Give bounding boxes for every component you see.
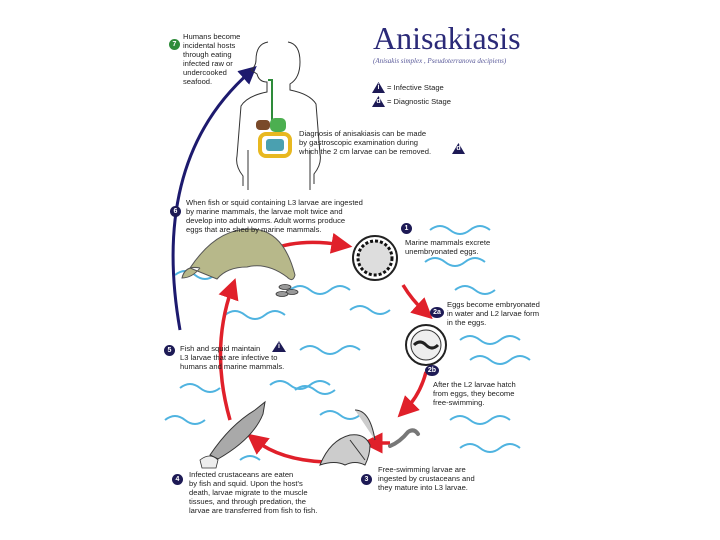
small-fish <box>275 284 299 297</box>
text-line: tissues, and through predation, the <box>189 497 306 506</box>
text-line: they mature into L3 larvae. <box>378 483 468 492</box>
step-5-text: Fish and squid maintain L3 larvae that a… <box>180 344 284 371</box>
text-line: Humans become <box>183 32 241 41</box>
subtitle: (Anisakis simplex , Pseudoterranova deci… <box>373 57 507 65</box>
step-3-text: Free-swimming larvae are ingested by cru… <box>378 465 475 492</box>
step-6-badge: 6 <box>170 206 181 217</box>
step-3-badge: 3 <box>361 474 372 485</box>
step-4-badge: 4 <box>172 474 183 485</box>
diagnostic-stage-icon: d <box>452 143 465 154</box>
legend-diagnostic: d = Diagnostic Stage <box>372 96 451 107</box>
text-line: in the eggs. <box>447 318 487 327</box>
water-waves <box>164 225 531 461</box>
step-4-text: Infected crustaceans are eaten by fish a… <box>189 470 317 515</box>
text-line: develop into adult worms. Adult worms pr… <box>186 216 346 225</box>
diagnosis-line: by gastroscopic examination during <box>299 138 419 147</box>
unembryonated-egg <box>352 235 398 281</box>
text-line: humans and marine mammals. <box>180 362 285 371</box>
text-line: death, larvae migrate to the muscle <box>189 488 308 497</box>
fish <box>209 400 266 460</box>
step-1-text: Marine mammals excrete unembryonated egg… <box>405 238 490 256</box>
text-line: eggs that are shed by marine mammals. <box>186 225 322 234</box>
text-line: infected raw or <box>183 59 233 68</box>
step-2a-badge: 2a <box>430 307 444 318</box>
text-line: undercooked <box>183 68 227 77</box>
diagnosis-line: which the 2 cm larvae can be removed. <box>299 147 432 156</box>
step-7-badge: 7 <box>169 39 180 50</box>
legend-infective: i = Infective Stage <box>372 82 444 93</box>
step-2a-text: Eggs become embryonated in water and L2 … <box>447 300 540 327</box>
step-5-badge: 5 <box>164 345 175 356</box>
text-line: Free-swimming larvae are <box>378 465 466 474</box>
text-line: in water and L2 larvae form <box>447 309 540 318</box>
human-figure <box>236 41 321 190</box>
text-line: through eating <box>183 50 232 59</box>
diagnosis-text: Diagnosis of anisakiasis can be made by … <box>299 129 431 156</box>
text-line: incidental hosts <box>183 41 236 50</box>
infective-stage-icon: i <box>372 82 385 93</box>
text-line: When fish or squid containing L3 larvae … <box>186 198 363 207</box>
embryonated-egg <box>405 324 447 366</box>
crustacean <box>319 409 376 466</box>
infective-stage-icon: i <box>272 341 286 352</box>
diagnosis-line: Diagnosis of anisakiasis can be made <box>299 129 427 138</box>
step-2b-text: After the L2 larvae hatch from eggs, the… <box>433 380 516 407</box>
text-line: Marine mammals excrete <box>405 238 491 247</box>
step-7-text: Humans become incidental hosts through e… <box>183 32 240 86</box>
text-line: free-swimming. <box>433 398 485 407</box>
page-title: Anisakiasis <box>373 20 521 56</box>
arrow-to-human <box>171 66 257 331</box>
text-line: from eggs, they become <box>433 389 515 398</box>
text-line: Infected crustaceans are eaten <box>189 470 294 479</box>
legend-diagnostic-label: = Diagnostic Stage <box>387 97 451 106</box>
step-1-badge: 1 <box>401 223 412 234</box>
legend-infective-label: = Infective Stage <box>387 83 444 92</box>
text-line: by fish and squid. Upon the host's <box>189 479 303 488</box>
text-line: larvae are transferred from fish to fish… <box>189 506 318 515</box>
text-line: Eggs become embryonated <box>447 300 540 309</box>
step-2b-badge: 2b <box>425 365 439 376</box>
text-line: After the L2 larvae hatch <box>433 380 516 389</box>
cycle-arrows <box>218 232 433 464</box>
text-line: seafood. <box>183 77 213 86</box>
text-line: by marine mammals, the larvae molt twice… <box>186 207 343 216</box>
text-line: L3 larvae that are infective to <box>180 353 278 362</box>
diagnostic-stage-icon: d <box>372 96 385 107</box>
dolphin <box>181 228 296 281</box>
squid <box>199 455 219 469</box>
text-line: ingested by crustaceans and <box>378 474 475 483</box>
text-line: Fish and squid maintain <box>180 344 261 353</box>
text-line: unembryonated eggs. <box>405 247 479 256</box>
l2-larva <box>388 428 420 448</box>
step-6-text: When fish or squid containing L3 larvae … <box>186 198 363 234</box>
